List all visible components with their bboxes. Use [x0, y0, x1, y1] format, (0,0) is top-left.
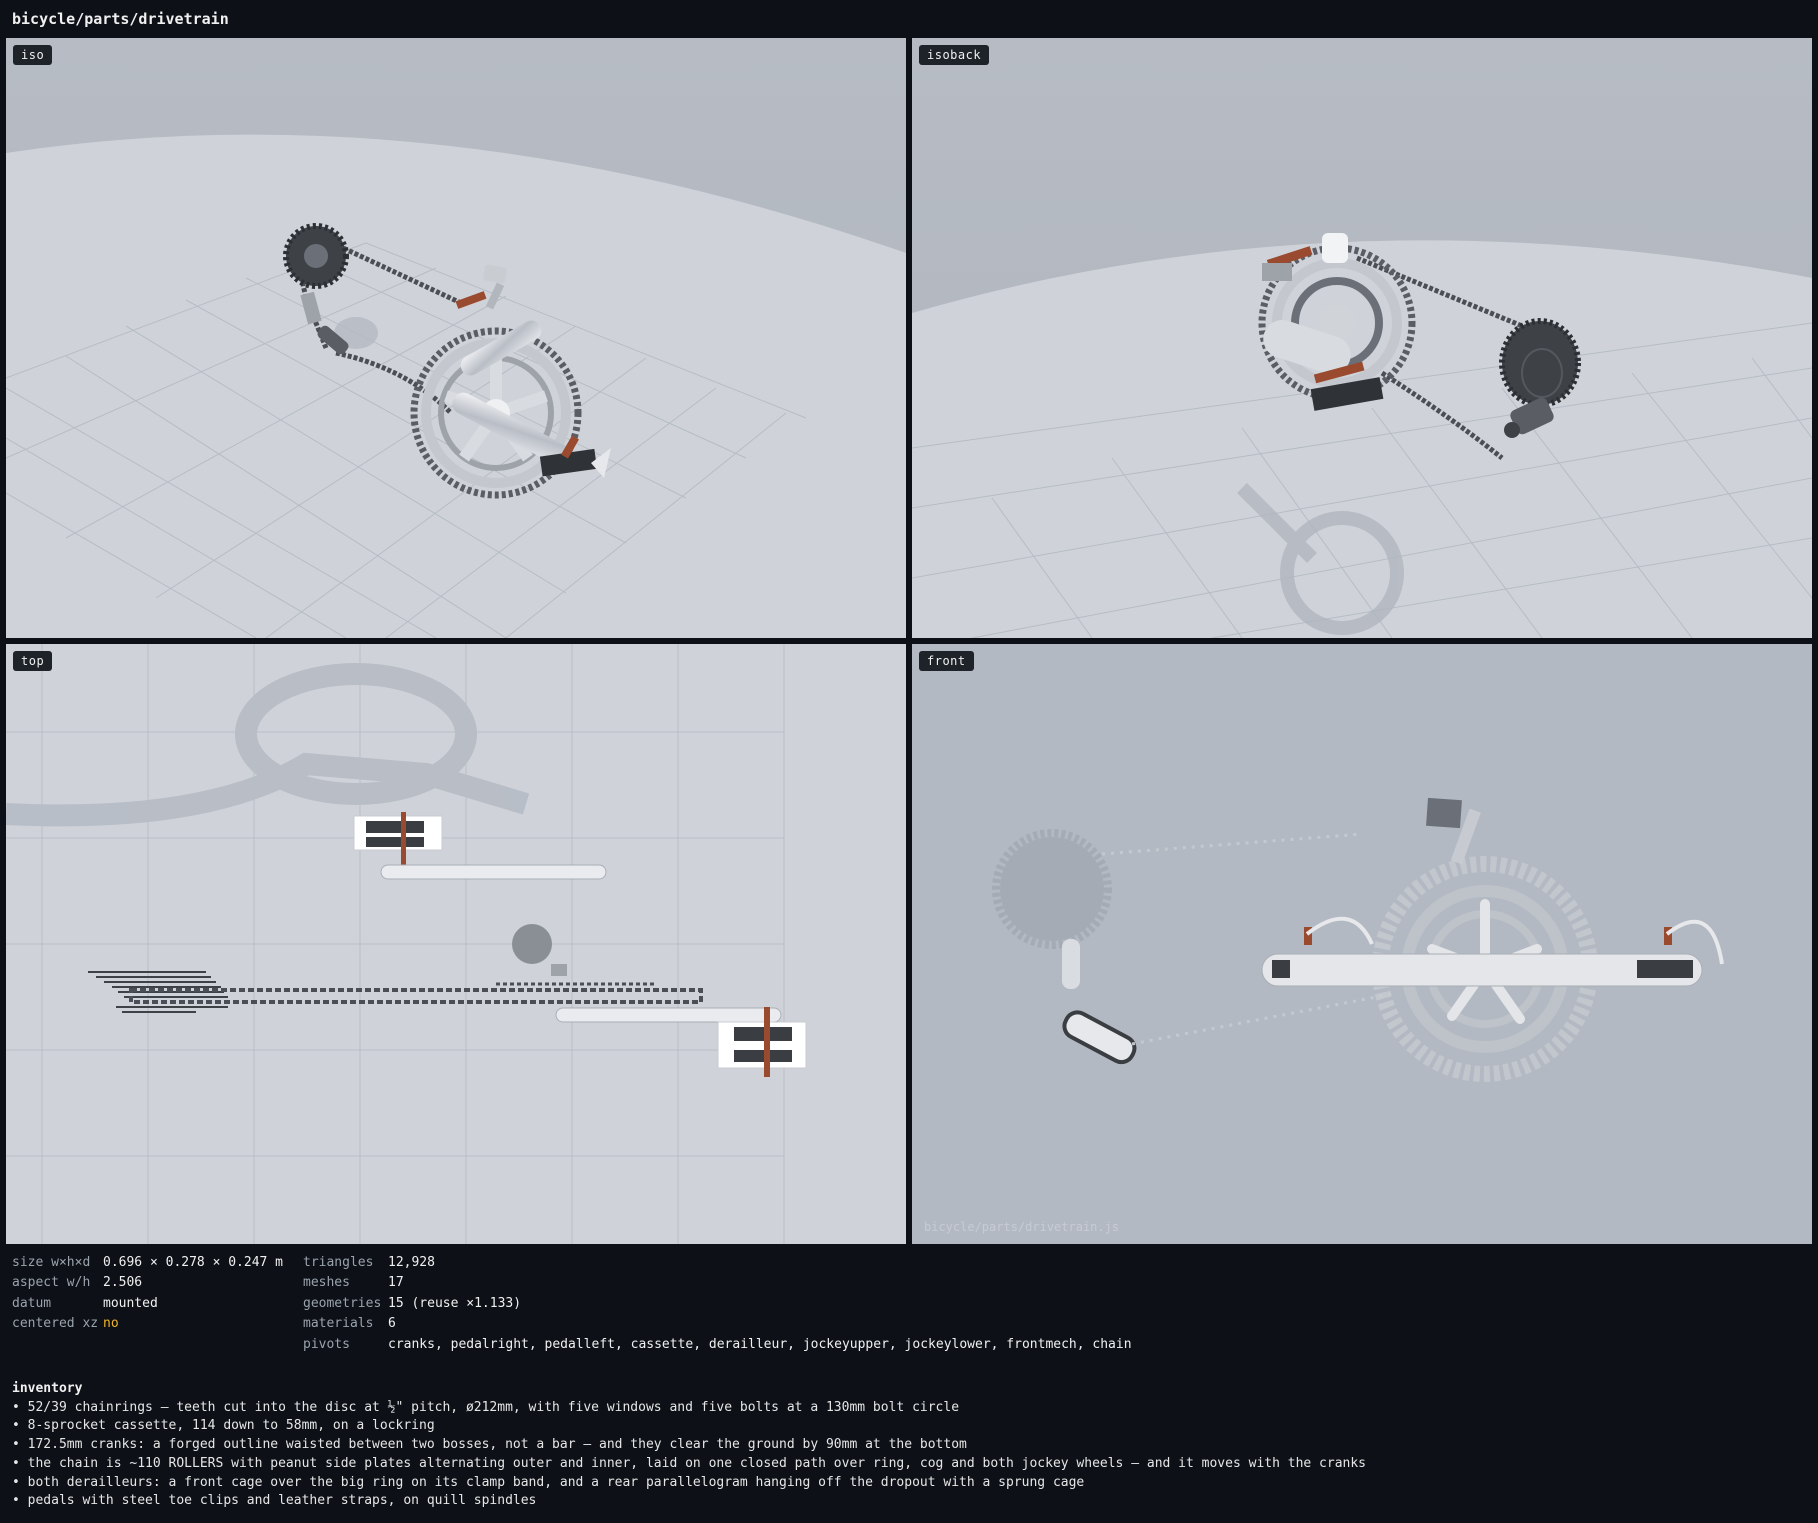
pedal-right — [1262, 246, 1313, 281]
pedal-upper — [353, 812, 443, 868]
crank-arm — [1263, 319, 1351, 375]
inventory-item: • the chain is ~110 ROLLERS with peanut … — [12, 1455, 1367, 1471]
viewport-front[interactable]: front bicycle/parts/drivetrain.js — [912, 644, 1812, 1244]
inventory-item: • 8-sprocket cassette, 114 down to 58mm,… — [12, 1418, 435, 1434]
inventory-item: • pedals with steel toe clips and leathe… — [12, 1493, 537, 1509]
chain — [129, 988, 703, 1004]
isoback-scene — [912, 38, 1812, 638]
front-scene — [912, 644, 1812, 1244]
crank-arm-lower — [555, 1007, 782, 1023]
pedal-left — [1272, 916, 1374, 978]
cassette — [283, 223, 349, 289]
inventory-item: • 172.5mm cranks: a forged outline waist… — [12, 1437, 967, 1453]
rear-derailleur — [300, 291, 349, 355]
cassette — [1499, 318, 1581, 408]
cassette — [88, 971, 228, 1013]
pedal-lower — [717, 1007, 807, 1077]
source-filename: bicycle/parts/drivetrain.js — [924, 1220, 1120, 1234]
crank-arms — [1261, 953, 1703, 987]
viewport-iso[interactable]: iso — [6, 38, 906, 638]
inventory-item: • 52/39 chainrings — teeth cut into the … — [12, 1399, 960, 1415]
pedal-left — [455, 291, 487, 309]
front-derailleur — [512, 924, 552, 964]
pedal-right — [1637, 919, 1724, 978]
iso-scene — [6, 38, 906, 638]
front-derailleur — [1426, 797, 1462, 829]
front-derailleur — [1322, 233, 1348, 263]
chain — [1101, 832, 1393, 1046]
rear-derailleur — [1062, 939, 1137, 1065]
pedal-left — [1310, 361, 1384, 411]
viewport-isoback[interactable]: isoback — [912, 38, 1812, 638]
crank-arm-right — [452, 392, 570, 466]
page-title: bicycle/parts/drivetrain — [12, 10, 229, 28]
viewport-top[interactable]: top — [6, 644, 906, 1244]
inventory-section: inventory • 52/39 chainrings — teeth cut… — [12, 1380, 1366, 1511]
ground-grid — [6, 242, 807, 638]
viewport-label-front: front — [919, 651, 974, 671]
crank-arm-upper — [380, 864, 607, 880]
top-scene — [6, 644, 906, 1244]
shadow — [1237, 483, 1404, 635]
pedal-right — [539, 435, 611, 478]
viewport-label-isoback: isoback — [919, 45, 990, 65]
inventory-item: • both derailleurs: a front cage over th… — [12, 1474, 1085, 1490]
cassette — [992, 829, 1112, 949]
viewport-label-iso: iso — [13, 45, 53, 65]
crank-arm-left — [460, 320, 542, 376]
rear-derailleur — [1504, 397, 1554, 438]
inventory-title: inventory — [12, 1381, 83, 1396]
viewport-label-top: top — [13, 651, 53, 671]
front-derailleur — [483, 264, 507, 310]
